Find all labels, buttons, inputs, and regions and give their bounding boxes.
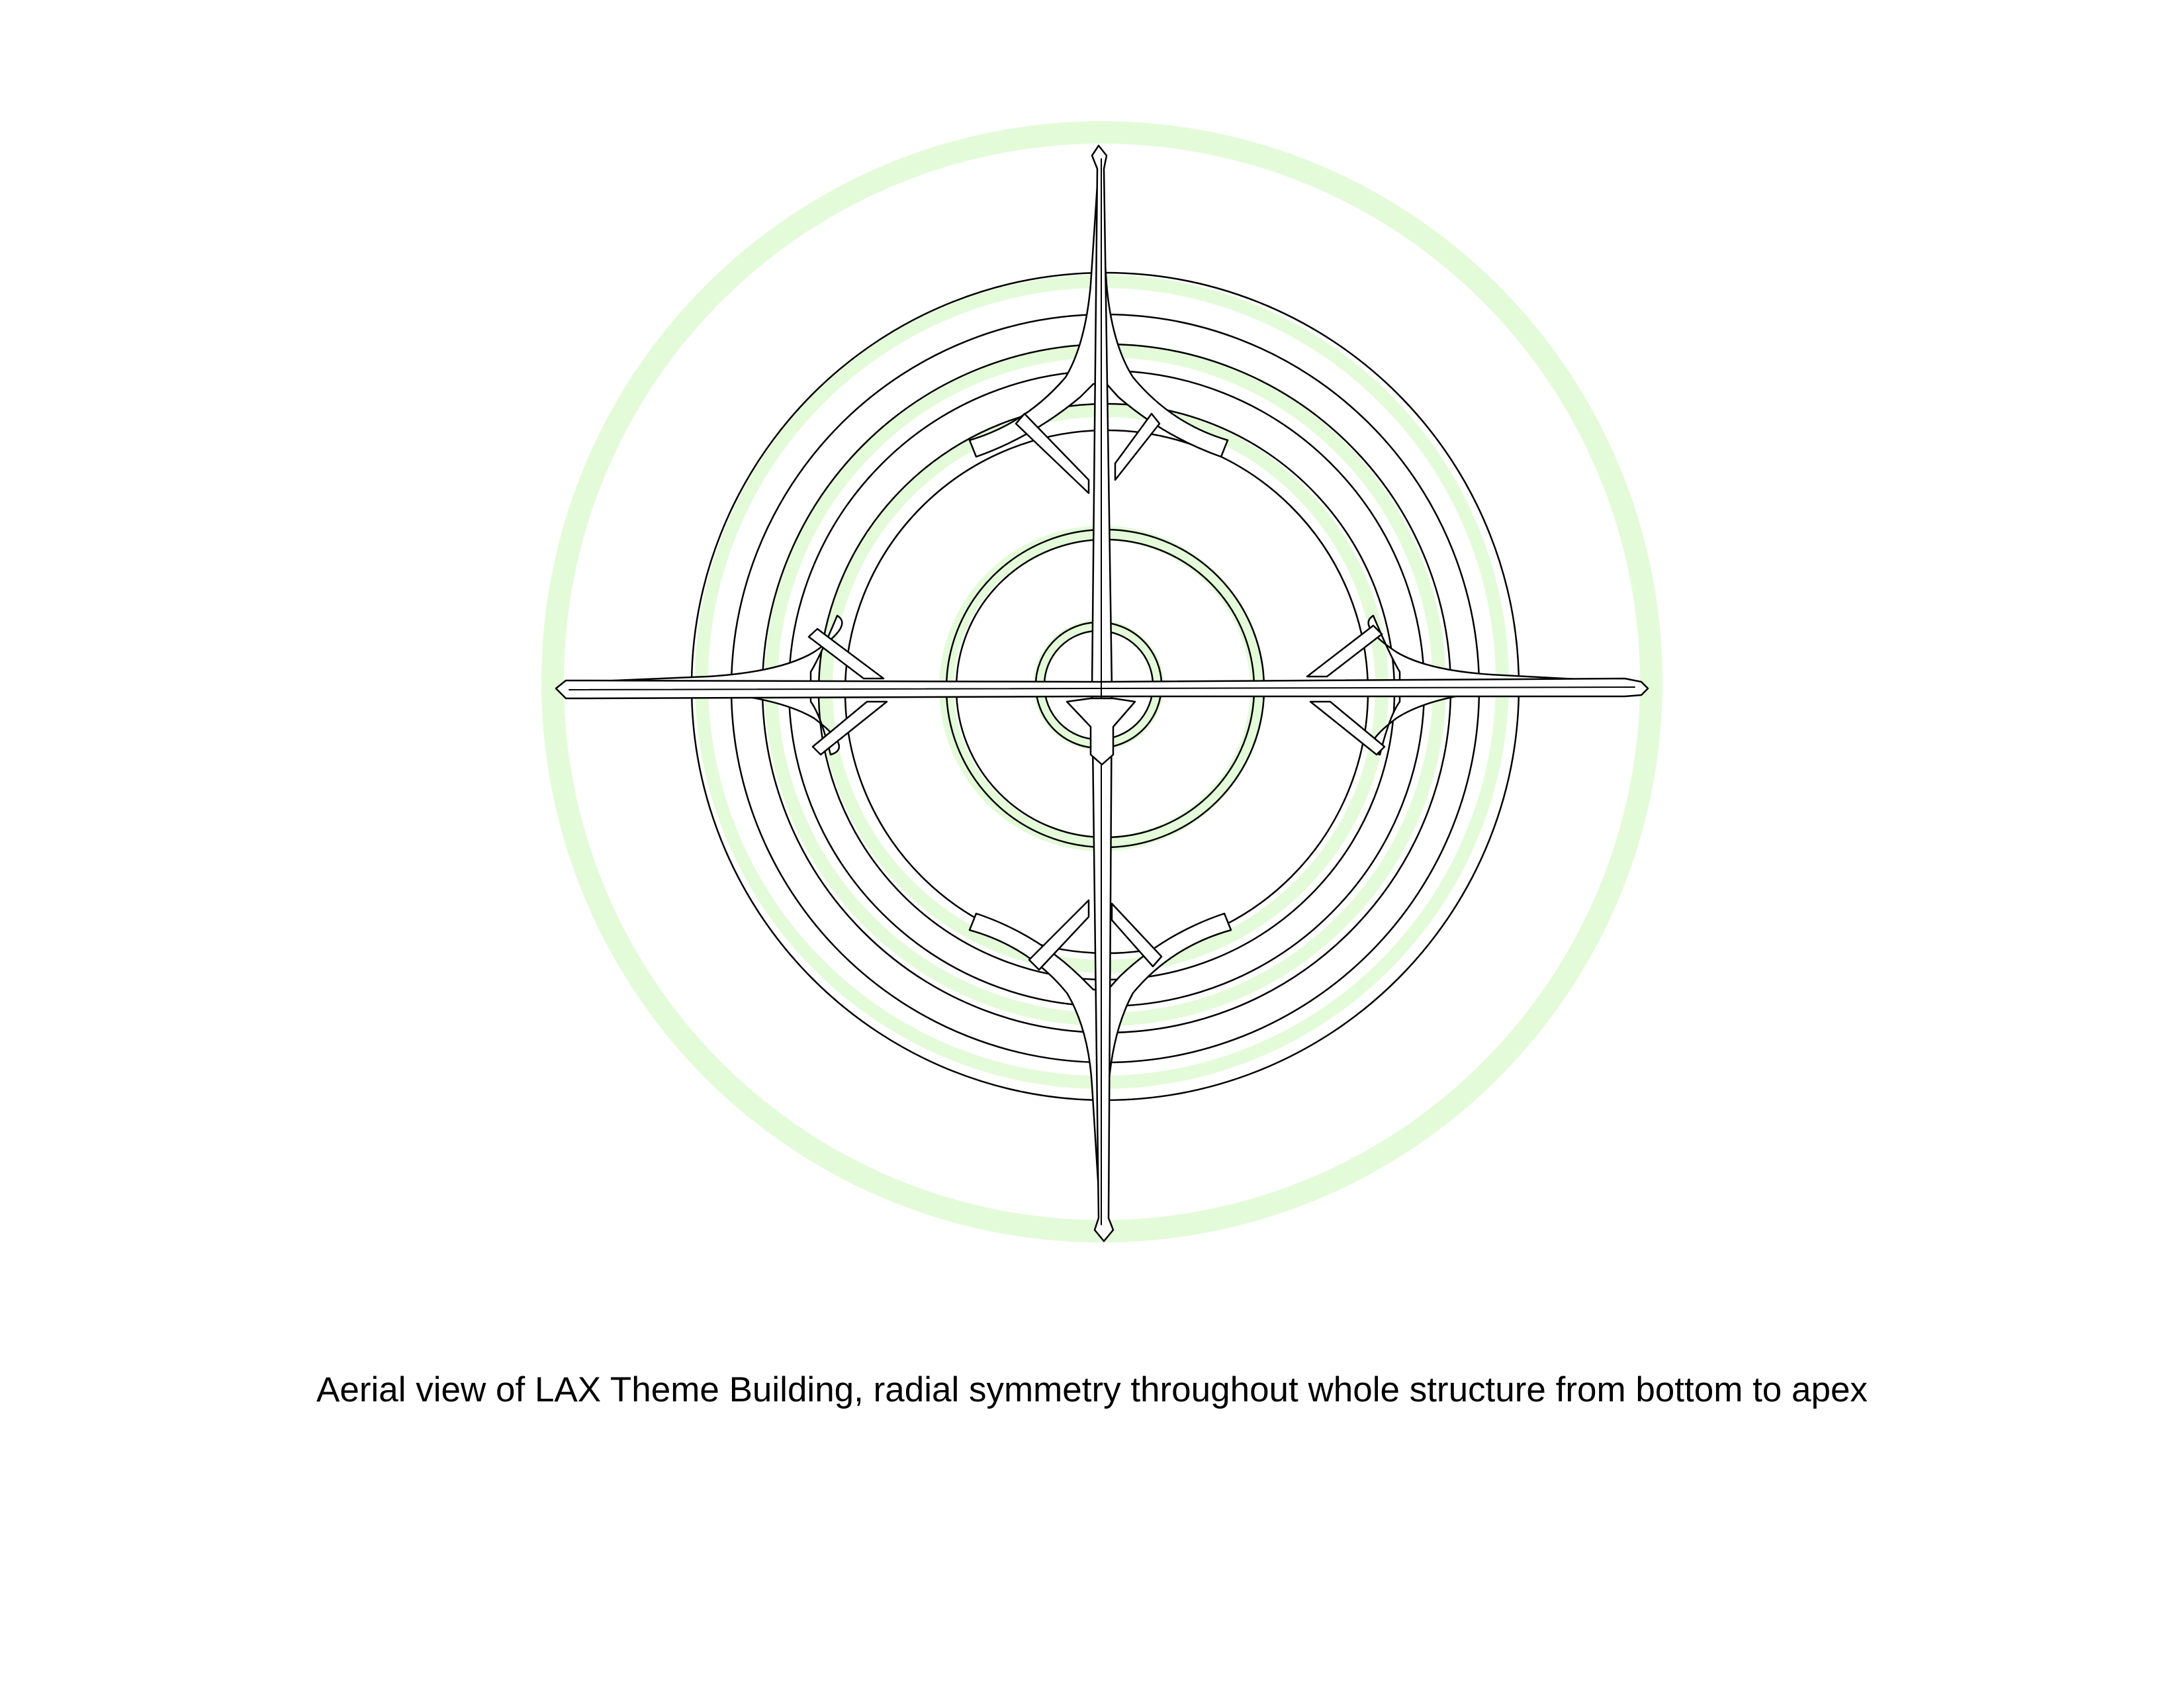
strut-bottom-right: [1111, 902, 1163, 968]
strut-bottom-left: [1028, 899, 1090, 971]
horizontal-axis-centerline: [569, 686, 1635, 690]
strut-right-top: [1306, 624, 1383, 678]
main-axes: [555, 144, 1649, 1243]
strut-left-bottom: [811, 700, 888, 756]
strut-top-left: [1015, 412, 1090, 494]
strut-left-top: [807, 628, 885, 680]
figure-caption: Aerial view of LAX Theme Building, radia…: [316, 1370, 1868, 1409]
diagonal-struts: [807, 412, 1386, 971]
core-x-junction: [1066, 697, 1136, 766]
strut-top-right: [1114, 412, 1161, 481]
strut-right-bottom: [1309, 700, 1386, 756]
